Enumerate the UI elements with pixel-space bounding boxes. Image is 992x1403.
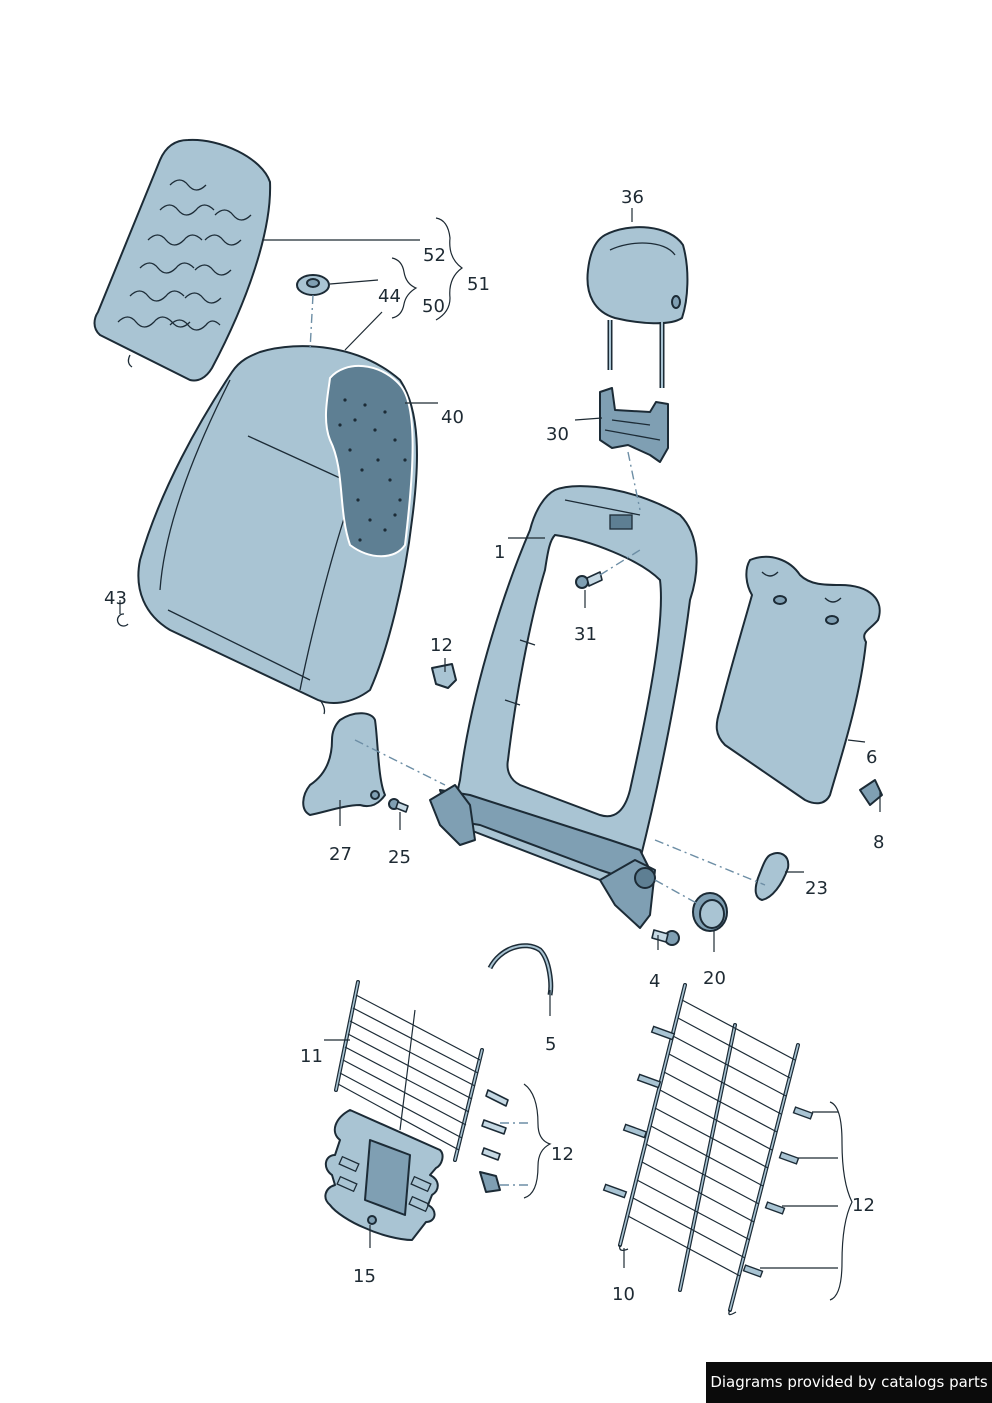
- callout-5: 5: [545, 1034, 556, 1055]
- callout-12-right: 12: [852, 1195, 875, 1216]
- callout-27: 27: [329, 844, 352, 865]
- callout-1: 1: [494, 542, 505, 563]
- part-27-side-trim: [302, 712, 386, 816]
- callout-10: 10: [612, 1284, 635, 1305]
- callout-15: 15: [353, 1266, 376, 1287]
- leader-lines: [119, 208, 881, 1301]
- part-31-bolt: [575, 571, 603, 589]
- part-10-spring-mat: [602, 983, 814, 1316]
- callout-51: 51: [467, 274, 490, 295]
- part-12-clip-upper: [431, 663, 457, 689]
- part-25-screw: [388, 798, 409, 813]
- credit-banner: Diagrams provided by catalogs parts: [706, 1362, 992, 1403]
- callout-23: 23: [805, 878, 828, 899]
- part-43-clip: [116, 613, 129, 627]
- part-20-knob: [692, 892, 728, 932]
- part-23-lever: [754, 852, 790, 901]
- part-52-foam-pad: [93, 138, 272, 382]
- callout-44: 44: [378, 286, 401, 307]
- callout-40: 40: [441, 407, 464, 428]
- alignment-lines: [309, 294, 766, 1186]
- callout-6: 6: [866, 747, 877, 768]
- part-12-clips-middle: [479, 1089, 509, 1193]
- callout-20: 20: [703, 968, 726, 989]
- callout-52: 52: [423, 245, 446, 266]
- part-1-backrest-frame: [429, 485, 698, 929]
- part-36-headrest: [586, 226, 689, 388]
- callout-4: 4: [649, 971, 660, 992]
- part-44-clip: [296, 274, 330, 296]
- part-15-lumbar-plate: [324, 1109, 444, 1241]
- part-8-clip: [859, 779, 883, 806]
- callout-43: 43: [104, 588, 127, 609]
- callout-11: 11: [300, 1046, 323, 1067]
- part-11-spring-mat: [334, 980, 484, 1162]
- part-40-backrest-cover: [137, 345, 418, 715]
- callout-12-upper: 12: [430, 635, 453, 656]
- callout-12-middle: 12: [551, 1144, 574, 1165]
- callout-labels: 52 51 44 50 40 43 36 30 1 31 12 6 8 27 2…: [104, 187, 884, 1305]
- callout-50: 50: [422, 296, 445, 317]
- callout-30: 30: [546, 424, 569, 445]
- part-5-cable: [487, 943, 554, 996]
- part-6-back-panel: [715, 555, 881, 805]
- callout-31: 31: [574, 624, 597, 645]
- part-4-bolt: [651, 929, 680, 946]
- callout-8: 8: [873, 832, 884, 853]
- callout-25: 25: [388, 847, 411, 868]
- callout-36: 36: [621, 187, 644, 208]
- part-30-headrest-guide: [599, 387, 669, 463]
